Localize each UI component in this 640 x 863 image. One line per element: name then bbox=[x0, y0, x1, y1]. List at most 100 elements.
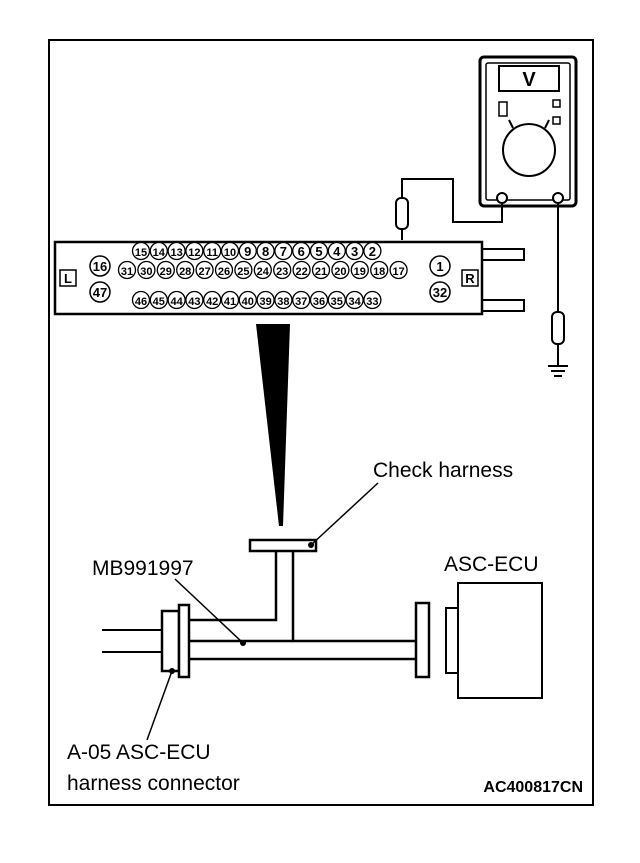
pin-number: 24 bbox=[257, 266, 270, 278]
pin-circle bbox=[131, 241, 151, 261]
pin-number: 18 bbox=[373, 266, 385, 278]
pin-number: 46 bbox=[135, 296, 147, 308]
pin-number: 25 bbox=[237, 266, 249, 278]
pin-circle bbox=[292, 290, 311, 310]
pin-number: 41 bbox=[224, 296, 236, 308]
pin-number: 13 bbox=[170, 247, 182, 259]
pin-circle bbox=[203, 241, 222, 261]
pin-number: 35 bbox=[331, 296, 343, 308]
pin-number: 26 bbox=[218, 266, 230, 278]
pin-circle bbox=[137, 260, 156, 280]
pin-number: 3 bbox=[351, 244, 358, 259]
pin-number: 38 bbox=[277, 296, 289, 308]
pin-circle bbox=[350, 260, 369, 280]
pin-number: 37 bbox=[295, 296, 307, 308]
pin-number: 29 bbox=[160, 266, 172, 278]
pin-number: 11 bbox=[206, 247, 218, 259]
pin-circle bbox=[185, 290, 204, 310]
pin-number: 12 bbox=[188, 247, 200, 259]
pin-right-bottom: 32 bbox=[433, 285, 447, 300]
pin-circle bbox=[274, 241, 293, 261]
pin-left-bottom: 47 bbox=[93, 285, 107, 300]
pin-circle bbox=[309, 241, 329, 261]
pin-number: 8 bbox=[262, 244, 269, 259]
harness-connector-label-line1: A-05 ASC-ECU bbox=[67, 741, 211, 764]
harness-connector-label-line2: harness connector bbox=[67, 772, 240, 795]
figure-frame bbox=[48, 39, 594, 806]
pin-circle bbox=[327, 241, 346, 261]
pin-circle bbox=[238, 241, 257, 261]
pin-circle bbox=[220, 241, 240, 261]
pin-circle bbox=[256, 290, 275, 310]
pin-circle bbox=[363, 241, 382, 261]
pin-number: 43 bbox=[188, 296, 200, 308]
pin-number: 36 bbox=[313, 296, 325, 308]
pin-number: 15 bbox=[135, 247, 147, 259]
pin-number: 42 bbox=[206, 296, 218, 308]
pin-circle bbox=[327, 290, 346, 310]
meter-display bbox=[498, 65, 560, 92]
pin-circle bbox=[176, 260, 195, 280]
pin-circle bbox=[292, 241, 311, 261]
meter-symbol: V bbox=[522, 69, 536, 91]
pin-circle bbox=[185, 241, 204, 261]
pin-number: 21 bbox=[315, 266, 327, 278]
pin-right-top: 1 bbox=[436, 259, 443, 274]
pin-number: 34 bbox=[348, 296, 361, 308]
pin-circle bbox=[149, 290, 168, 310]
connector-side-tab-bottom bbox=[481, 299, 525, 312]
harness-connector-leader bbox=[146, 670, 173, 741]
pin-circle bbox=[370, 260, 389, 280]
pin-circle bbox=[309, 290, 329, 310]
connector-side-tab-top bbox=[481, 248, 525, 261]
positive-probe bbox=[395, 197, 409, 240]
ecu-side-adapter bbox=[414, 601, 431, 679]
connector-left-marker: L bbox=[64, 271, 72, 286]
adapter-label: MB991997 bbox=[92, 557, 194, 580]
negative-probe bbox=[551, 311, 565, 366]
pin-circle bbox=[273, 260, 292, 280]
pin-number: 2 bbox=[369, 244, 376, 259]
voltmeter: V bbox=[478, 55, 578, 208]
check-harness-label: Check harness bbox=[373, 459, 513, 482]
pin-number: 9 bbox=[244, 244, 251, 259]
pin-number: 40 bbox=[242, 296, 254, 308]
pin-circle bbox=[203, 290, 222, 310]
harness-side-adapter-body bbox=[160, 609, 181, 673]
meter-terminal-com bbox=[496, 192, 508, 204]
pin-number: 45 bbox=[153, 296, 165, 308]
ecu-label: ASC-ECU bbox=[444, 553, 539, 576]
pin-circle bbox=[131, 290, 151, 310]
pin-number: 19 bbox=[354, 266, 366, 278]
pin-number: 30 bbox=[140, 266, 152, 278]
figure-code: AC400817CN bbox=[483, 779, 583, 796]
pin-circle bbox=[345, 241, 364, 261]
pin-circle bbox=[117, 260, 137, 280]
pin-number: 20 bbox=[334, 266, 346, 278]
adapter-leader bbox=[174, 578, 244, 644]
pin-number: 39 bbox=[259, 296, 271, 308]
pin-circle bbox=[331, 260, 350, 280]
pin-number: 6 bbox=[298, 244, 305, 259]
meter-terminal-v bbox=[552, 192, 564, 204]
meter-dial bbox=[502, 123, 556, 177]
pin-number: 5 bbox=[315, 244, 322, 259]
pin-circle bbox=[345, 290, 364, 310]
pin-number: 7 bbox=[280, 244, 287, 259]
pin-circle bbox=[292, 260, 311, 280]
pin-number: 44 bbox=[170, 296, 183, 308]
pin-circle bbox=[167, 290, 186, 310]
pin-circle bbox=[256, 241, 275, 261]
asc-ecu-unit bbox=[445, 582, 543, 699]
pin-number: 4 bbox=[333, 244, 341, 259]
pin-circle bbox=[195, 260, 214, 280]
connector-right-marker: R bbox=[465, 271, 475, 286]
pin-circle bbox=[220, 290, 240, 310]
pin-number: 17 bbox=[392, 266, 404, 278]
pin-circle bbox=[149, 241, 168, 261]
pin-number: 28 bbox=[179, 266, 191, 278]
harness-side-adapter-flange bbox=[177, 603, 191, 679]
